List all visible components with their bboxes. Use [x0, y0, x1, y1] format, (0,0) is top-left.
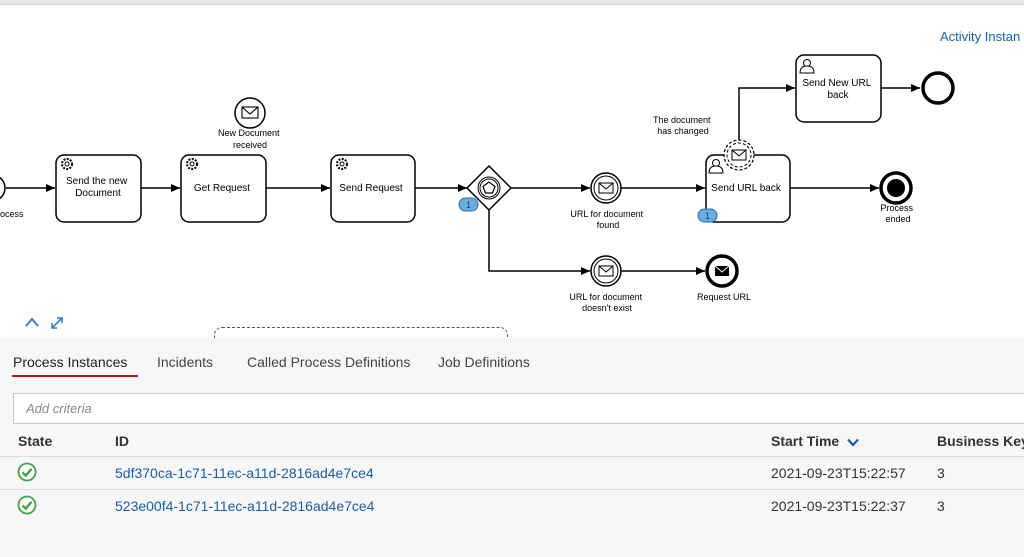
event-label-line2: found: [597, 220, 620, 230]
envelope-icon: [731, 149, 747, 161]
envelope-icon: [598, 182, 614, 194]
active-tab-indicator: [12, 375, 138, 377]
task-label-line2: back: [827, 90, 849, 101]
event-label-line1: New Document: [218, 128, 280, 138]
start-event-label: ocess: [0, 209, 24, 219]
sort-descending-icon[interactable]: [847, 434, 859, 450]
tab-bar: Process Instances Incidents Called Proce…: [0, 338, 1024, 378]
start-time-value: 2021-09-23T15:22:37: [771, 498, 906, 514]
start-time-value: 2021-09-23T15:22:57: [771, 465, 906, 481]
user-task-icon: [799, 59, 815, 74]
column-header-start-time[interactable]: Start Time: [771, 433, 859, 450]
event-label-line2: doesn't exist: [582, 303, 632, 313]
instance-id-link[interactable]: 5df370ca-1c71-11ec-a11d-2816ad4e7ce4: [115, 465, 374, 481]
completed-check-icon: [17, 495, 37, 520]
bpmn-diagram[interactable]: ocess Send the new Document New Document: [0, 5, 1024, 338]
badge-count: 1: [705, 211, 710, 221]
instance-id-link[interactable]: 523e00f4-1c71-11ec-a11d-2816ad4e7ce4: [115, 498, 375, 514]
envelope-icon: [241, 106, 259, 119]
end-event-top[interactable]: [921, 71, 955, 105]
column-header-state[interactable]: State: [18, 433, 53, 449]
envelope-icon: [598, 265, 614, 277]
task-label: Get Request: [194, 183, 250, 194]
envelope-filled-icon: [714, 265, 730, 276]
end-event-process-ended[interactable]: Process ended: [879, 171, 915, 224]
gateway-instance-badge[interactable]: 1: [458, 197, 479, 212]
end-event-label: Request URL: [697, 292, 751, 302]
criteria-input[interactable]: [14, 394, 1024, 423]
service-task-gear-icon: [61, 158, 73, 170]
event-based-gateway[interactable]: [465, 164, 513, 212]
task-label: Send Request: [339, 183, 403, 194]
process-instances-panel: State ID Start Time Business Key 5df370c…: [0, 378, 1024, 557]
column-header-start-time-label: Start Time: [771, 433, 840, 449]
business-key-value: 3: [937, 498, 945, 514]
completed-check-icon: [17, 462, 37, 487]
svg-text:Process ended: Process ended: [880, 203, 915, 224]
service-task-gear-icon: [186, 158, 198, 170]
column-header-business-key[interactable]: Business Key: [937, 433, 1024, 449]
business-key-value: 3: [937, 465, 945, 481]
criteria-search-box[interactable]: [13, 393, 1024, 424]
service-task-gear-icon: [336, 158, 348, 170]
task-instance-badge[interactable]: 1: [697, 208, 718, 223]
top-strip: [0, 0, 1024, 5]
table-row: 5df370ca-1c71-11ec-a11d-2816ad4e7ce4 202…: [0, 456, 1024, 490]
svg-text:URL for document doesn: URL for document doesn't exist: [569, 292, 644, 313]
task-get-request[interactable]: Get Request: [180, 154, 267, 223]
event-label-line2: received: [233, 140, 267, 150]
sequence-flows: [6, 84, 920, 275]
end-event-label-line1: Process: [880, 203, 913, 213]
svg-text:Send the new Document: Send the new Document: [66, 176, 130, 199]
table-row: 523e00f4-1c71-11ec-a11d-2816ad4e7ce4 202…: [0, 489, 1024, 523]
tab-called-process-definitions[interactable]: Called Process Definitions: [247, 354, 411, 370]
column-header-id[interactable]: ID: [115, 433, 129, 449]
event-new-document-received[interactable]: New Document received: [218, 97, 282, 150]
task-send-new-document[interactable]: Send the new Document: [55, 154, 142, 223]
badge-count: 1: [466, 200, 471, 210]
tab-job-definitions[interactable]: Job Definitions: [438, 354, 530, 370]
svg-text:URL for document found: URL for document found: [570, 209, 645, 230]
task-label-line1: Send New URL: [802, 78, 871, 89]
event-label-line1: URL for document: [570, 209, 643, 219]
task-label-line1: Send the new: [66, 176, 128, 187]
event-url-found[interactable]: URL for document found: [570, 172, 645, 230]
task-send-url-back[interactable]: Send URL back: [705, 154, 791, 223]
event-url-not-exist[interactable]: URL for document doesn't exist: [569, 255, 644, 313]
task-send-request[interactable]: Send Request: [330, 154, 416, 223]
user-task-icon: [708, 159, 724, 174]
task-label-line2: Document: [75, 188, 121, 199]
task-send-new-url-back[interactable]: Send New URL back: [795, 54, 882, 123]
tab-process-instances[interactable]: Process Instances: [13, 354, 128, 370]
boundary-event-label: The document has changed: [653, 115, 713, 136]
bpmn-canvas[interactable]: ocess Send the new Document New Document: [0, 5, 1024, 338]
task-label: Send URL back: [711, 183, 782, 194]
start-event[interactable]: ocess: [0, 175, 24, 219]
resize-handle[interactable]: [214, 327, 508, 344]
tab-incidents[interactable]: Incidents: [157, 354, 214, 370]
collapse-diagram-icon[interactable]: [24, 316, 40, 331]
end-event-request-url[interactable]: Request URL: [697, 254, 751, 302]
end-event-label-line2: ended: [885, 214, 910, 224]
svg-text:Send New URL back: Send New URL back: [802, 78, 873, 101]
boundary-event-document-changed[interactable]: [723, 139, 755, 171]
svg-text:New Document received: New Document received: [218, 128, 282, 150]
activity-instance-link[interactable]: Activity Instan: [940, 29, 1021, 44]
pentagon-icon: [482, 181, 496, 194]
event-label-line1: URL for document: [569, 292, 642, 302]
expand-diagram-icon[interactable]: [50, 316, 64, 333]
